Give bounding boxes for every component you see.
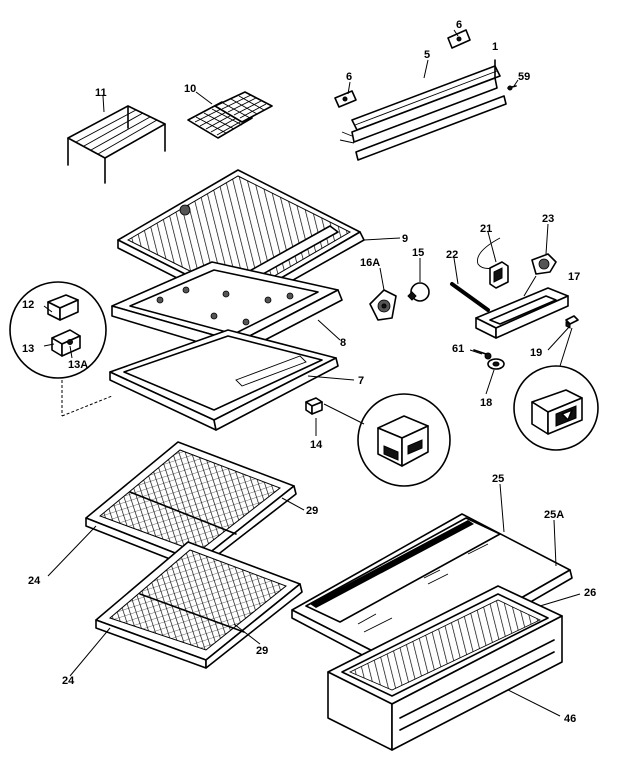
damper-part-14 [305, 397, 323, 415]
callout-10: 10 [184, 83, 196, 95]
callout-25: 25 [492, 473, 504, 485]
callout-18: 18 [480, 397, 492, 409]
thermostat-part-23 [531, 253, 557, 275]
callout-46: 46 [564, 713, 576, 725]
inset-parts-12-13-13a [9, 281, 113, 417]
callout-6-left: 6 [346, 71, 352, 83]
callout-8: 8 [340, 337, 346, 349]
callout-13: 13 [22, 343, 34, 355]
callout-59: 59 [518, 71, 530, 83]
callout-12: 12 [22, 299, 34, 311]
callout-61: 61 [452, 343, 464, 355]
callout-labels: 1 5 6 6 59 10 11 9 8 7 12 13 13A 14 15 1… [22, 19, 596, 725]
callout-7: 7 [358, 375, 364, 387]
callout-26: 26 [584, 587, 596, 599]
socket-part-16a [369, 289, 397, 321]
switch-part-19 [565, 315, 579, 329]
callout-24-lower: 24 [62, 675, 75, 687]
callout-14: 14 [310, 439, 323, 451]
switch-part-21 [477, 237, 509, 289]
callout-9: 9 [402, 233, 408, 245]
light-bulb-part-15 [407, 282, 430, 302]
callout-17: 17 [568, 271, 580, 283]
callout-29-lower: 29 [256, 645, 268, 657]
wire-rack-part-11 [67, 105, 166, 184]
callout-23: 23 [542, 213, 554, 225]
callout-24-upper: 24 [28, 575, 41, 587]
crisper-drawer-part-46 [327, 585, 563, 751]
screw-part-61 [473, 349, 492, 360]
callout-6-top: 6 [456, 19, 462, 31]
wire-shelf-lower-part-29 [95, 541, 303, 669]
knob-part-18 [487, 358, 505, 370]
callout-5: 5 [424, 49, 430, 61]
rod-part-22 [450, 282, 490, 312]
callout-1: 1 [492, 41, 498, 53]
callout-22: 22 [446, 249, 458, 261]
callout-16a: 16A [360, 257, 380, 269]
inset-damper-detail [357, 393, 451, 487]
callout-21: 21 [480, 223, 492, 235]
leader-lines [43, 29, 581, 717]
control-housing-part-17 [475, 287, 569, 339]
callout-11: 11 [95, 87, 107, 99]
inset-switch-detail [513, 365, 599, 451]
crisper-cover-part-7 [109, 329, 339, 431]
callout-19: 19 [530, 347, 542, 359]
callout-25a: 25A [544, 509, 564, 521]
callout-15: 15 [412, 247, 424, 259]
ice-trays-part-10 [187, 91, 273, 139]
bracket-assembly-part-1-5-6 [334, 29, 517, 161]
callout-13a: 13A [68, 359, 88, 371]
callout-29-upper: 29 [306, 505, 318, 517]
